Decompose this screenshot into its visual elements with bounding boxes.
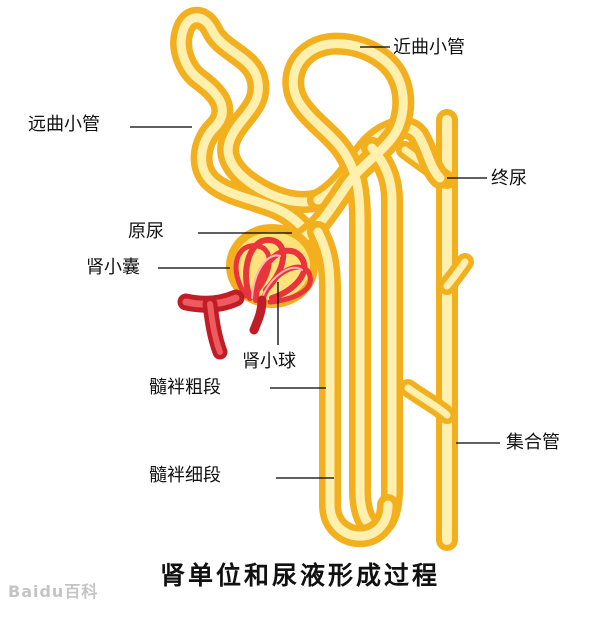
label-distal-tubule: 远曲小管 bbox=[28, 114, 100, 135]
leader-lines bbox=[130, 46, 500, 479]
label-final-urine: 终尿 bbox=[491, 168, 527, 189]
label-collecting-duct: 集合管 bbox=[506, 432, 560, 453]
label-thick-segment: 髓袢粗段 bbox=[149, 377, 221, 398]
watermark: Baidu百科 bbox=[8, 582, 99, 601]
label-primary-urine: 原尿 bbox=[128, 221, 164, 242]
proximal-tubule-and-loop bbox=[282, 32, 415, 548]
label-glomerulus: 肾小球 bbox=[242, 351, 296, 372]
diagram-title: 肾单位和尿液形成过程 bbox=[159, 561, 440, 590]
label-thin-segment: 髓袢细段 bbox=[149, 465, 221, 486]
label-proximal-tubule: 近曲小管 bbox=[393, 37, 465, 58]
arterioles bbox=[177, 289, 267, 360]
label-renal-capsule: 肾小囊 bbox=[86, 257, 140, 278]
glomerulus bbox=[233, 237, 313, 305]
